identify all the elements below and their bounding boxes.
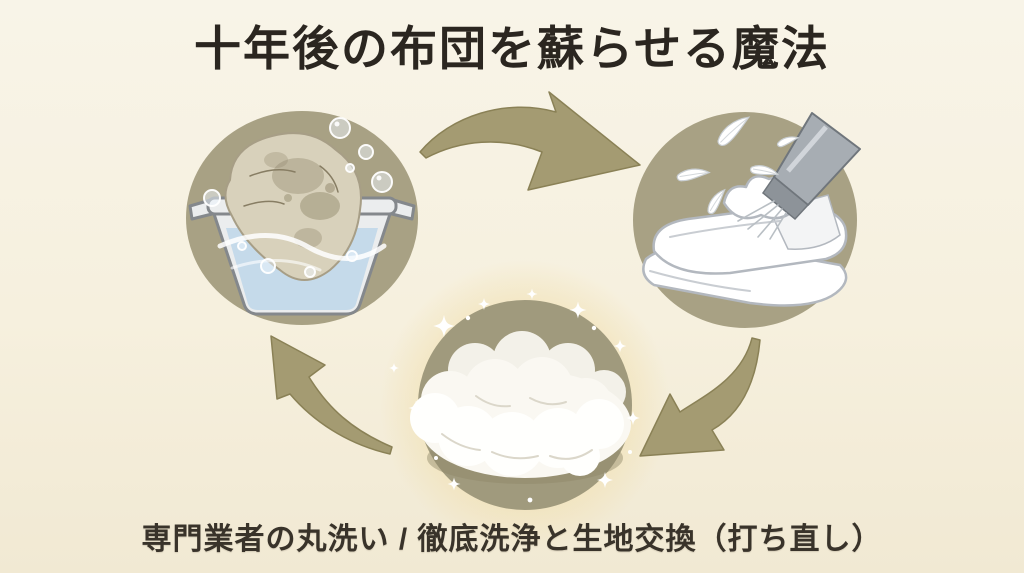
sparkle-dot	[628, 450, 632, 454]
stain	[300, 192, 340, 220]
sparkle-dot	[591, 325, 597, 331]
sparkle-icon	[408, 400, 424, 416]
feather-icon	[776, 136, 800, 148]
bubble	[203, 189, 221, 207]
stain	[272, 158, 324, 194]
puff-shade-line	[529, 397, 567, 406]
sparkle-icon	[597, 472, 613, 488]
puff	[480, 412, 544, 476]
caption: 専門業者の丸洗い / 徹底洗浄と生地交換（打ち直し）	[141, 523, 883, 556]
spray-line	[737, 200, 775, 222]
curved-arrow-right-icon	[419, 91, 641, 191]
wash-step-illustration	[186, 111, 418, 325]
bubble	[260, 258, 276, 274]
crease-line	[249, 169, 296, 177]
feather-icon	[749, 165, 780, 176]
stain	[325, 183, 335, 193]
puff-shade-line	[549, 449, 593, 460]
bubble	[329, 117, 351, 139]
sparkle-icon	[447, 477, 461, 491]
puff-shade-line	[491, 451, 539, 460]
spray-line	[769, 212, 787, 240]
puff-shade-line	[475, 395, 511, 408]
fold-line	[649, 270, 751, 292]
dirty-futon-body	[224, 132, 362, 281]
bubble	[237, 241, 247, 251]
sparkle-dot	[527, 497, 533, 503]
feather-icon	[676, 168, 711, 182]
sparkle-dot	[465, 315, 471, 321]
fluffy-futon-icon	[410, 331, 631, 484]
curved-arrow-up-left-icon	[270, 335, 393, 455]
spray-line	[757, 208, 783, 238]
sparkles	[389, 288, 640, 503]
bubble	[346, 250, 358, 262]
sparkle-icon	[433, 315, 455, 337]
bubble	[371, 171, 393, 193]
sparkle-icon	[526, 288, 538, 300]
bubble	[345, 163, 355, 173]
wave-highlight	[217, 233, 387, 261]
page-title: 十年後の布団を蘇らせる魔法	[193, 24, 831, 76]
nozzle-tip	[761, 175, 810, 221]
bubble-highlight	[376, 175, 382, 181]
finished-step-illustration	[380, 260, 670, 550]
bubble	[304, 266, 316, 278]
puff	[574, 399, 624, 449]
puff-shade-line	[441, 433, 481, 451]
nozzle-highlight	[786, 125, 828, 173]
soap-bubbles	[203, 117, 393, 278]
bubble	[358, 144, 374, 160]
stain	[264, 152, 288, 168]
sparkle-icon	[569, 301, 587, 319]
feather-icon	[707, 188, 726, 215]
floating-feathers	[676, 116, 800, 215]
sparkle-icon	[478, 298, 490, 310]
sparkle-icon	[613, 339, 627, 353]
sparkle-dot	[434, 456, 438, 460]
refill-step-illustration	[633, 112, 861, 328]
sparkle-icon	[626, 411, 640, 425]
crease-line	[243, 200, 285, 207]
fold-line	[669, 220, 781, 238]
spray-lines	[737, 200, 787, 240]
sparkle-icon	[389, 363, 399, 373]
dirty-futon-icon	[224, 132, 362, 281]
crease-line	[319, 165, 339, 193]
spray-line	[747, 204, 779, 230]
filling-nozzle-icon	[737, 112, 861, 240]
feather-icon	[717, 116, 751, 146]
stain	[284, 194, 292, 202]
bubble-highlight	[334, 121, 340, 127]
